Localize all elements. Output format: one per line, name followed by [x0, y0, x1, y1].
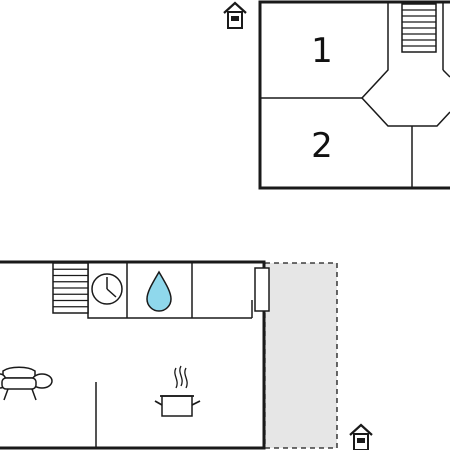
room-label-1: 1	[311, 31, 333, 71]
terrace	[264, 262, 338, 449]
house-entrance-icon	[349, 423, 373, 450]
cooking-pot-icon	[154, 365, 201, 417]
ground-floor	[0, 260, 373, 450]
door-panel	[254, 267, 270, 312]
upper-floor: 1 2	[223, 0, 450, 190]
ground-floor-outer-wall	[0, 260, 266, 450]
clock-icon	[91, 273, 123, 305]
water-drop-icon	[146, 270, 172, 312]
stair-hall-right-diagonal	[442, 69, 450, 78]
staircase-icon	[52, 262, 89, 314]
sofa-icon	[0, 366, 53, 401]
room-label-2: 2	[311, 126, 333, 166]
upper-floor-outer-wall	[258, 0, 450, 190]
stair-hall-wall	[360, 2, 450, 127]
staircase-icon	[401, 3, 437, 53]
house-entrance-icon	[223, 1, 247, 29]
